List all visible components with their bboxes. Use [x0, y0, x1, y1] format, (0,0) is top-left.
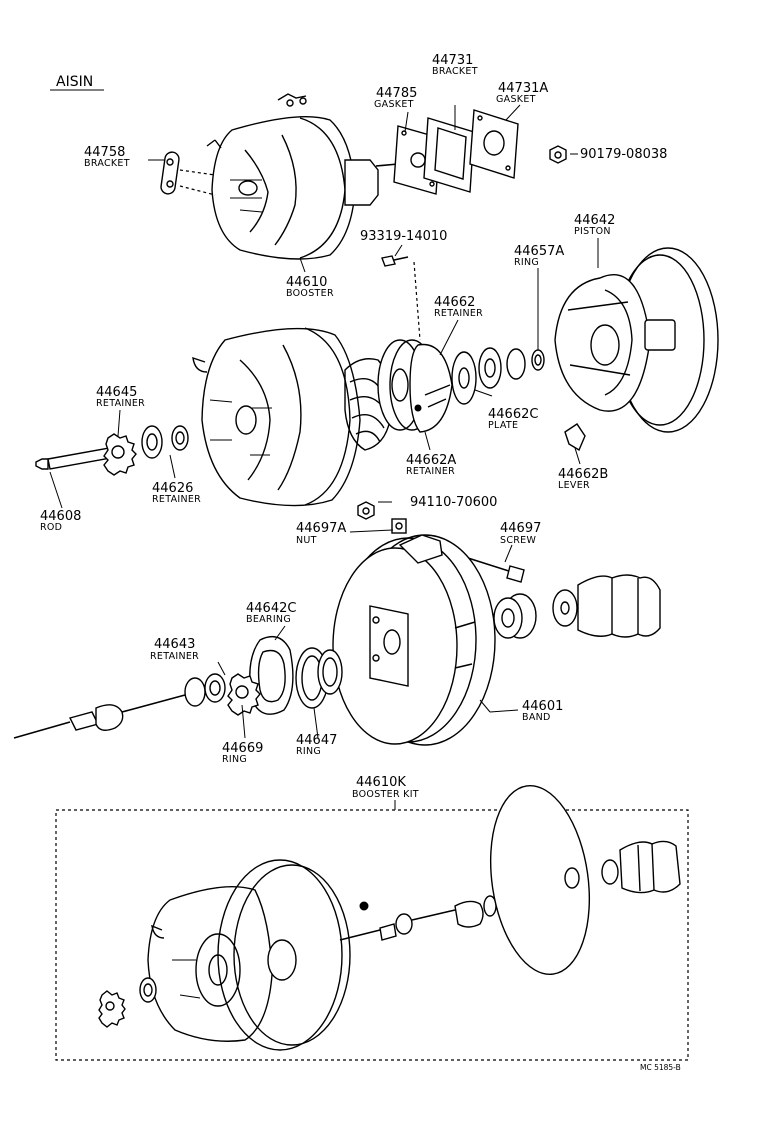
retainer-44643[interactable] — [184, 673, 226, 707]
front-shell[interactable] — [192, 327, 361, 507]
screw-44697[interactable] — [467, 557, 525, 583]
label-44601-number: 44601 — [522, 699, 563, 714]
label-44662A-name: RETAINER — [406, 466, 455, 477]
label-44697-name: SCREW — [500, 535, 536, 546]
label-44610K-number: 44610K — [356, 775, 406, 790]
label-44610-number: 44610 — [286, 275, 327, 290]
label-44662A-number: 44662A — [406, 453, 456, 468]
label-44662B-name: LEVER — [558, 480, 590, 491]
valve-body[interactable] — [478, 347, 526, 389]
label-44626-number: 44626 — [152, 481, 193, 496]
label-44647-number: 44647 — [296, 733, 337, 748]
bolt-93319-14010[interactable] — [381, 255, 421, 341]
ring-44657A[interactable] — [531, 349, 545, 371]
label-44697-number: 44697 — [500, 521, 541, 536]
nut-44697A[interactable] — [391, 518, 407, 534]
label-44785-name: GASKET — [374, 99, 414, 110]
nut-90179-08038[interactable] — [549, 145, 567, 164]
bracket-44731[interactable] — [423, 105, 475, 193]
label-44643-number: 44643 — [154, 637, 195, 652]
piston-44642[interactable] — [554, 247, 719, 433]
label-44697A-number: 44697A — [296, 521, 346, 536]
push-rod-assembly[interactable] — [13, 694, 186, 739]
plate-44662C[interactable] — [451, 351, 477, 405]
label-44642-number: 44642 — [574, 213, 615, 228]
label-44669-number: 44669 — [222, 741, 263, 756]
ring-44647[interactable] — [295, 647, 343, 709]
label-44626-name: RETAINER — [152, 494, 201, 505]
label-44758-name: BRACKET — [84, 158, 130, 169]
brand-label: AISIN — [50, 74, 104, 91]
label-94110-number: 94110-70600 — [410, 495, 497, 510]
label-44642-name: PISTON — [574, 226, 611, 237]
label-44731A-name: GASKET — [496, 94, 536, 105]
label-44610-name: BOOSTER — [286, 288, 334, 299]
band-44601[interactable] — [332, 534, 496, 746]
label-44642C-name: BEARING — [246, 614, 291, 625]
booster-assembly-44610[interactable] — [206, 93, 399, 260]
label-44731A-number: 44731A — [498, 81, 548, 96]
label-44731-name: BRACKET — [432, 66, 478, 77]
bushing[interactable] — [493, 593, 537, 639]
label-44662-name: RETAINER — [434, 308, 483, 319]
gasket-44731A[interactable] — [469, 104, 521, 179]
booster-kit-box — [55, 809, 689, 1061]
label-44785-number: 44785 — [376, 86, 417, 101]
label-44647-name: RING — [296, 746, 321, 757]
kit-front-shell[interactable] — [147, 886, 273, 1042]
label-44643-name: RETAINER — [150, 651, 199, 662]
label-44645-number: 44645 — [96, 385, 137, 400]
label-90179-number: 90179-08038 — [580, 147, 667, 162]
label-44697A-name: NUT — [296, 535, 317, 546]
label-44642C-number: 44642C — [246, 601, 296, 616]
bracket-44758[interactable] — [160, 151, 216, 196]
retainer-44645[interactable] — [103, 433, 137, 476]
label-44662C-number: 44662C — [488, 407, 538, 422]
label-44662C-name: PLATE — [488, 420, 518, 431]
brand-text: AISIN — [56, 74, 93, 90]
leader-lines — [49, 111, 599, 739]
label-44608-name: ROD — [40, 522, 62, 533]
kit-dust-boot[interactable] — [601, 840, 681, 894]
label-44657A-number: 44657A — [514, 244, 564, 259]
ring-44669[interactable] — [227, 673, 261, 716]
label-44662-number: 44662 — [434, 295, 475, 310]
retainer-44662A[interactable] — [409, 343, 453, 433]
label-44645-name: RETAINER — [96, 398, 145, 409]
kit-retainer-seal[interactable] — [98, 977, 157, 1028]
nut-94110-70600[interactable] — [357, 501, 375, 520]
kit-diaphragm[interactable] — [479, 779, 601, 981]
retainer-44626[interactable] — [141, 425, 189, 459]
label-44608-number: 44608 — [40, 509, 81, 524]
label-44610K-name: BOOSTER KIT — [352, 789, 419, 800]
label-44657A-name: RING — [514, 257, 539, 268]
label-44758-number: 44758 — [84, 145, 125, 160]
label-44662B-number: 44662B — [558, 467, 608, 482]
label-93319-number: 93319-14010 — [360, 229, 447, 244]
label-44669-name: RING — [222, 754, 247, 765]
kit-rear-shell[interactable] — [217, 859, 351, 1051]
lever-44662B[interactable] — [564, 423, 586, 452]
label-44601-name: BAND — [522, 712, 551, 723]
dust-boot[interactable] — [552, 574, 661, 638]
drawing-code: MC 5185-B — [640, 1063, 681, 1072]
label-44731-number: 44731 — [432, 53, 473, 68]
